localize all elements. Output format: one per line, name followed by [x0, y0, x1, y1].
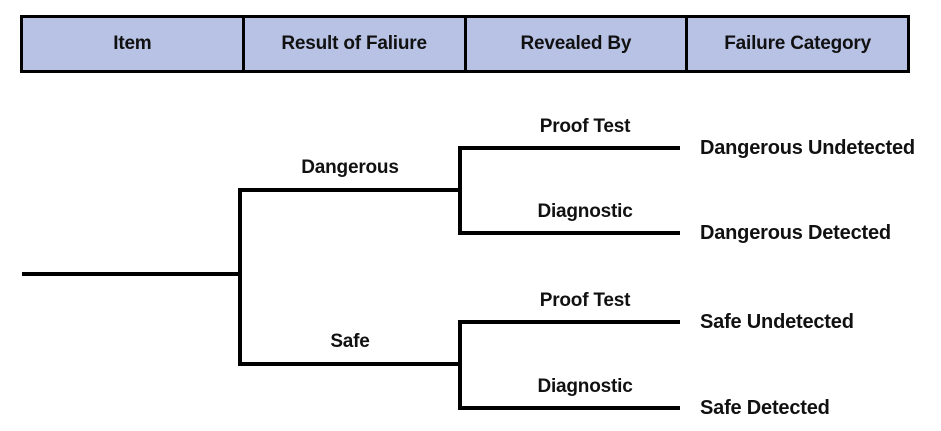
category-dangerous-undetected: Dangerous Undetected — [700, 137, 915, 159]
category-safe-undetected: Safe Undetected — [700, 311, 854, 333]
safe-branch-line — [238, 362, 462, 366]
dangerous-diagnostic-line — [458, 231, 680, 235]
header-cell-result-of-failure: Result of Faliure — [241, 18, 464, 70]
dangerous-branch-label: Dangerous — [301, 157, 399, 178]
safe-proof-test-line — [458, 320, 680, 324]
dangerous-branch-line — [238, 188, 462, 192]
category-safe-detected: Safe Detected — [700, 397, 830, 419]
header-table: Item Result of Faliure Revealed By Failu… — [20, 15, 910, 73]
safe-diagnostic-line — [458, 406, 680, 410]
level1-split-vertical-line — [238, 188, 242, 366]
header-cell-item: Item — [23, 18, 242, 70]
dangerous-split-vertical-line — [458, 146, 462, 235]
safe-diagnostic-label: Diagnostic — [537, 376, 633, 397]
header-cell-failure-category: Failure Category — [685, 18, 907, 70]
dangerous-proof-test-label: Proof Test — [539, 116, 631, 137]
safe-split-vertical-line — [458, 320, 462, 410]
dangerous-diagnostic-label: Diagnostic — [537, 201, 633, 222]
safe-proof-test-label: Proof Test — [539, 290, 631, 311]
root-line — [22, 272, 240, 276]
header-cell-revealed-by: Revealed By — [463, 18, 686, 70]
safe-branch-label: Safe — [330, 331, 370, 352]
dangerous-proof-test-line — [458, 146, 680, 150]
category-dangerous-detected: Dangerous Detected — [700, 222, 891, 244]
